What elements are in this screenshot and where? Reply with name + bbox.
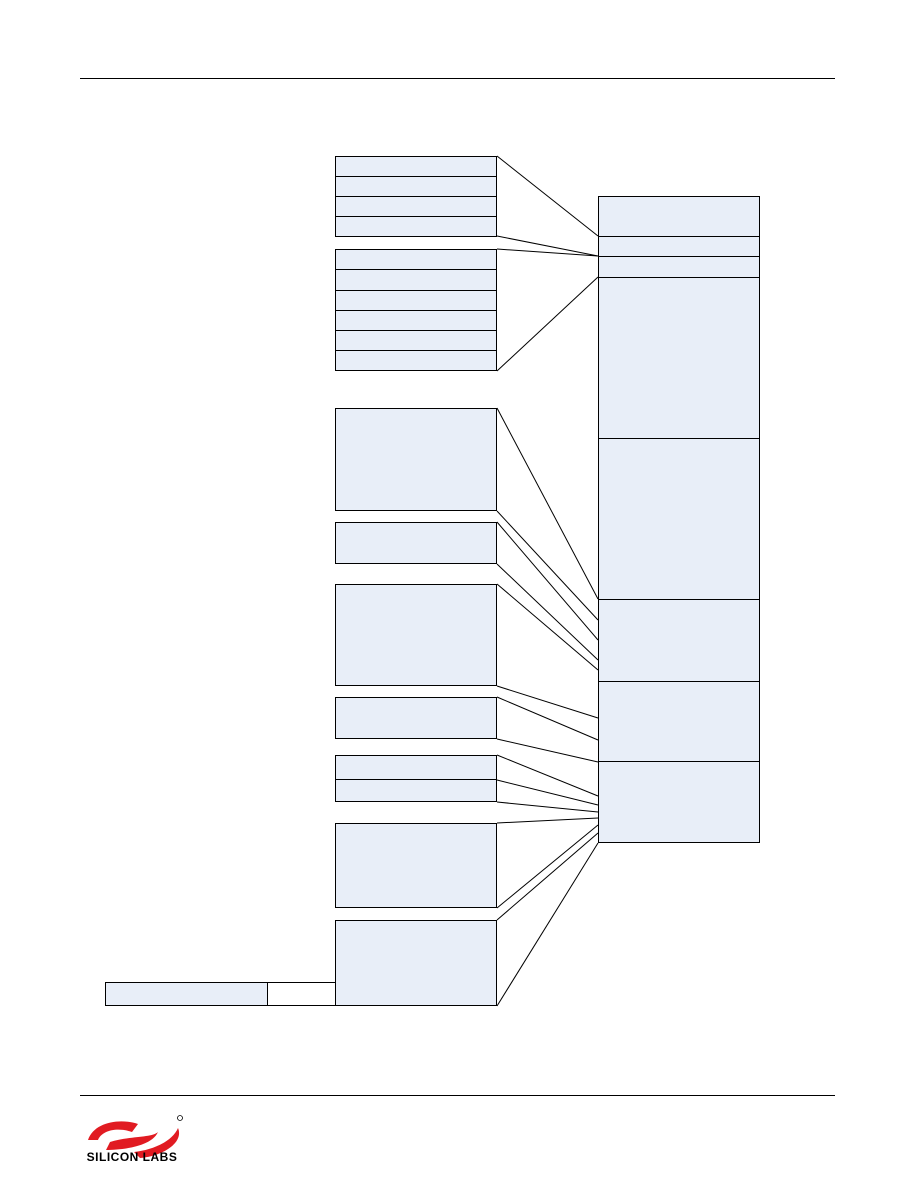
- left-group-a-row-4: [335, 216, 497, 237]
- connector-line: [496, 738, 599, 763]
- connector-line: [496, 779, 599, 806]
- connector-line: [496, 583, 599, 671]
- connector-line: [496, 521, 599, 641]
- connector-line: [496, 832, 599, 921]
- right-block-4: [598, 681, 760, 762]
- connector-line: [496, 563, 599, 661]
- connector-line: [496, 824, 599, 909]
- bottom-field-filled: [105, 982, 268, 1006]
- left-block-6: [335, 823, 497, 908]
- connector-line: [496, 801, 599, 813]
- connector-line: [496, 842, 599, 1007]
- left-block-3: [335, 584, 497, 686]
- connector-line: [496, 754, 599, 797]
- right-block-3: [598, 599, 760, 682]
- connector-line: [496, 235, 599, 257]
- connector-line: [496, 407, 599, 600]
- connector-line: [496, 817, 599, 824]
- left-block-2: [335, 522, 497, 564]
- header-rule: [80, 78, 835, 79]
- left-block-4: [335, 697, 497, 739]
- connector-line: [496, 248, 599, 257]
- left-block-5b: [335, 779, 497, 802]
- bottom-field-empty: [267, 982, 336, 1006]
- connector-line: [496, 696, 599, 741]
- footer-rule: [80, 1095, 835, 1096]
- left-group-b-row-6: [335, 350, 497, 371]
- connector-line: [496, 510, 599, 621]
- connector-line: [496, 685, 599, 719]
- silicon-labs-logo-icon: [88, 1115, 183, 1158]
- right-block-5: [598, 761, 760, 843]
- connector-line: [496, 155, 599, 237]
- right-block-large-2: [598, 438, 760, 600]
- right-block-header: [598, 196, 760, 237]
- right-block-large-1: [598, 277, 760, 439]
- logo-text: SILICON LABS: [86, 1150, 178, 1164]
- left-block-7: [335, 920, 497, 1006]
- left-block-1: [335, 408, 497, 511]
- connector-line: [496, 276, 599, 372]
